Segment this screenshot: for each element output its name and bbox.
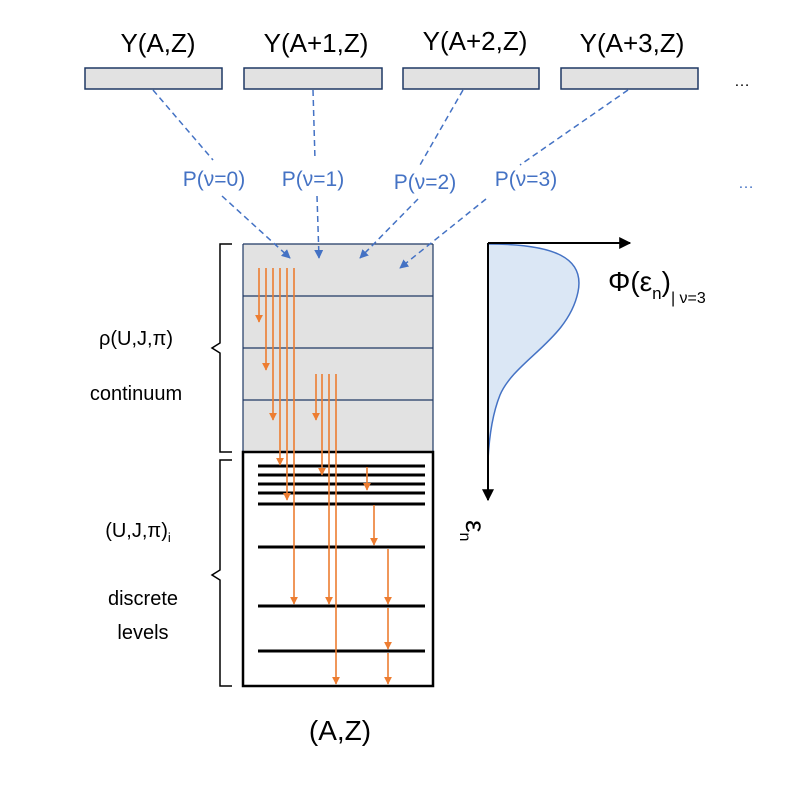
yield-label-2: Y(A+2,Z) [423, 26, 528, 56]
prob-label-3: P(ν=3) [495, 168, 557, 191]
prob-label-0: P(ν=0) [183, 168, 245, 191]
discrete-brace [210, 459, 232, 687]
discrete-level-lines [258, 464, 425, 653]
yield-to-prob-lines [152, 89, 629, 166]
prob-more-ellipsis: … [738, 175, 754, 192]
nucleus-label: (A,Z) [309, 715, 371, 746]
yield-box-2 [402, 67, 540, 90]
yield-label-0: Y(A,Z) [120, 28, 195, 58]
discrete-box [241, 450, 435, 688]
yield-more-ellipsis: … [734, 73, 750, 90]
yield-box-1 [243, 67, 383, 90]
yield-box-0 [84, 67, 223, 90]
yield-label-1: Y(A+1,Z) [264, 28, 369, 58]
continuum-brace [210, 243, 232, 453]
spectrum-phi-label: Φ(εn)| ν=3 [608, 266, 706, 307]
discrete-levels-quantum-label: (U,J,π)i [105, 520, 171, 545]
continuum-density-label: ρ(U,J,π) [99, 328, 173, 350]
spectrum-curve [487, 243, 580, 461]
spectrum-fill [488, 244, 579, 460]
yield-box-3 [560, 67, 699, 90]
discrete-label-line2: levels [117, 622, 168, 644]
gamma-transition-arrows [255, 268, 392, 685]
prob-to-continuum-arrows [221, 195, 487, 269]
yield-label-3: Y(A+3,Z) [580, 28, 685, 58]
discrete-label-line1: discrete [108, 588, 178, 610]
prob-label-2: P(ν=2) [394, 171, 456, 194]
prob-label-1: P(ν=1) [282, 168, 344, 191]
spectrum-energy-axis-label: εn [456, 520, 491, 541]
continuum-label: continuum [90, 383, 182, 405]
